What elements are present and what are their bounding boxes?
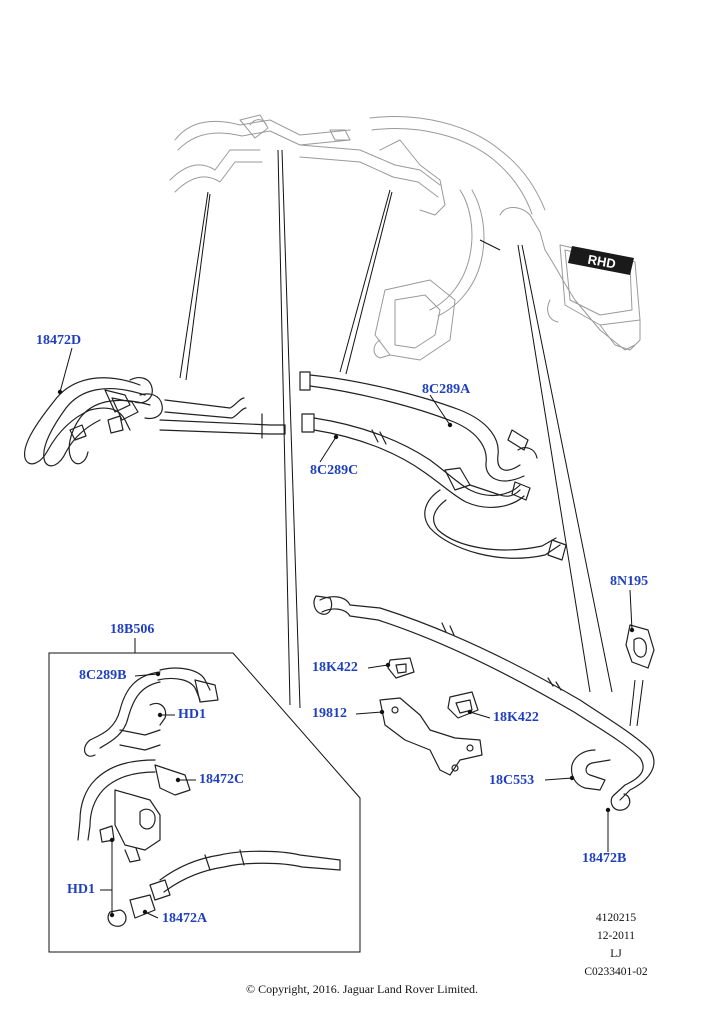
drawing-reference: C0233401-02 (584, 966, 648, 978)
assembly-18b506-parts (77, 667, 341, 927)
drawing-date: 12-2011 (597, 930, 635, 942)
hose-18472d (23, 377, 286, 467)
clip-8n195 (625, 624, 655, 669)
label-hd1-bottom: HD1 (67, 882, 95, 897)
drawing-number: 4120215 (595, 912, 637, 924)
label-18c553: 18C553 (489, 773, 535, 788)
bracket-19812 (379, 697, 483, 776)
label-8n195: 8N195 (610, 574, 649, 589)
label-18k422-right: 18K422 (493, 710, 539, 725)
hose-8c289a (299, 371, 538, 482)
copyright-notice: © Copyright, 2016. Jaguar Land Rover Lim… (245, 982, 479, 996)
label-18b506: 18B506 (110, 622, 155, 637)
label-hd1-top: HD1 (178, 707, 206, 722)
overview-leader-lines (179, 149, 644, 727)
pipe-lower-right (313, 595, 655, 811)
label-8c289a: 8C289A (422, 382, 471, 397)
label-18472a: 18472A (162, 911, 208, 926)
label-18472d: 18472D (36, 333, 82, 348)
hose-8c289c (301, 413, 567, 561)
label-19812: 19812 (312, 706, 347, 721)
clip-18k422-left (387, 657, 415, 679)
label-8c289b: 8C289B (79, 668, 127, 683)
rhd-badge-text: RHD (587, 252, 617, 272)
clip-18k422-right (447, 691, 479, 719)
label-18472b: 18472B (582, 851, 627, 866)
label-18k422-left: 18K422 (312, 660, 358, 675)
rhd-badge: RHD (568, 246, 634, 275)
label-18472c: 18472C (199, 772, 245, 787)
vehicle-assembly-overview (169, 114, 641, 361)
drawing-model-code: LJ (610, 948, 622, 960)
label-8c289c: 8C289C (310, 463, 359, 478)
assembly-18b506-box (48, 638, 361, 953)
label-leaders (57, 347, 635, 919)
